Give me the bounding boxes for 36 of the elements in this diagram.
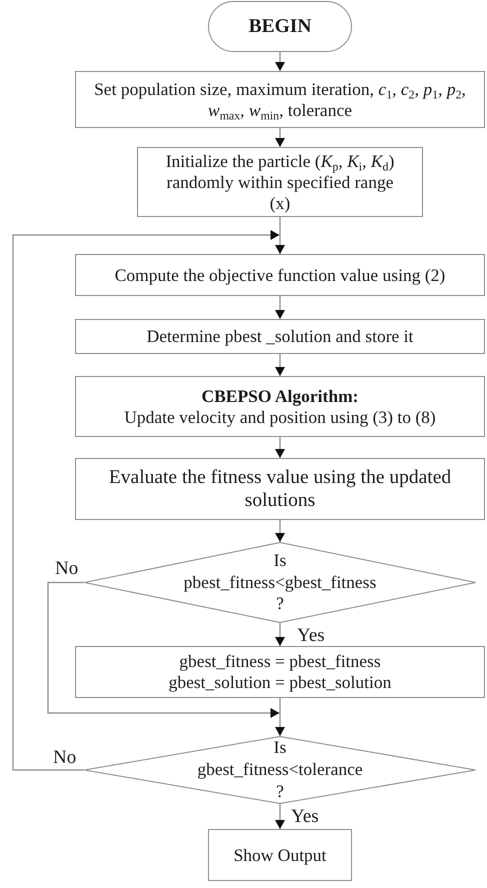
process-box: [75, 458, 485, 520]
step-text: Show Output: [234, 844, 326, 866]
heading-text: CBEPSO Algorithm:: [201, 386, 359, 406]
terminal-text: BEGIN: [248, 14, 312, 38]
step-text: Initialize the particle (K$_{p}$, K$_{i}$, K$_{d}$) randomly within specified range (x): [164, 150, 396, 214]
arrow: [275, 520, 285, 542]
decision-diamond: [84, 736, 476, 804]
step-text: Update velocity and position using (3) to (8): [124, 406, 436, 428]
process-box: [208, 829, 352, 881]
process-box: [75, 254, 485, 296]
arrow: [47, 582, 280, 718]
step-text: Determine pbest _solution and store it: [146, 326, 414, 347]
arrow: [275, 804, 285, 829]
process-box: [75, 376, 485, 437]
arrow: [275, 296, 285, 319]
process-box: [75, 71, 485, 128]
arrow: [275, 52, 285, 71]
arrow: [275, 128, 285, 147]
step-text: Evaluate the fitness value using the updated solutions: [108, 466, 452, 512]
terminal-box: [208, 1, 352, 52]
step-text: gbest_solution = pbest_solution: [168, 672, 392, 693]
arrow: [275, 354, 285, 376]
step-text: Set population size, maximum iteration, c$_{1}$, c$_{2}$, p$_{1}$, p$_{2}$, w$_{max}$, w$_{min}$, tolerance: [93, 78, 467, 120]
process-box: [137, 147, 423, 217]
decision-diamond: [84, 542, 476, 623]
arrow: [275, 437, 285, 458]
question-text: Is pbest_fitness<gbest_fitness ?: [184, 550, 376, 616]
arrow: [275, 623, 285, 646]
arrow: [12, 230, 280, 771]
question-text: Is gbest_fitness<tolerance ?: [197, 737, 363, 803]
connector-line: [279, 698, 281, 713]
arrow: [275, 713, 285, 736]
process-box: [75, 646, 485, 698]
process-box: [75, 319, 485, 354]
step-text: Compute the objective function value using (2): [114, 264, 446, 286]
step-text: gbest_fitness = pbest_fitness: [179, 651, 381, 672]
